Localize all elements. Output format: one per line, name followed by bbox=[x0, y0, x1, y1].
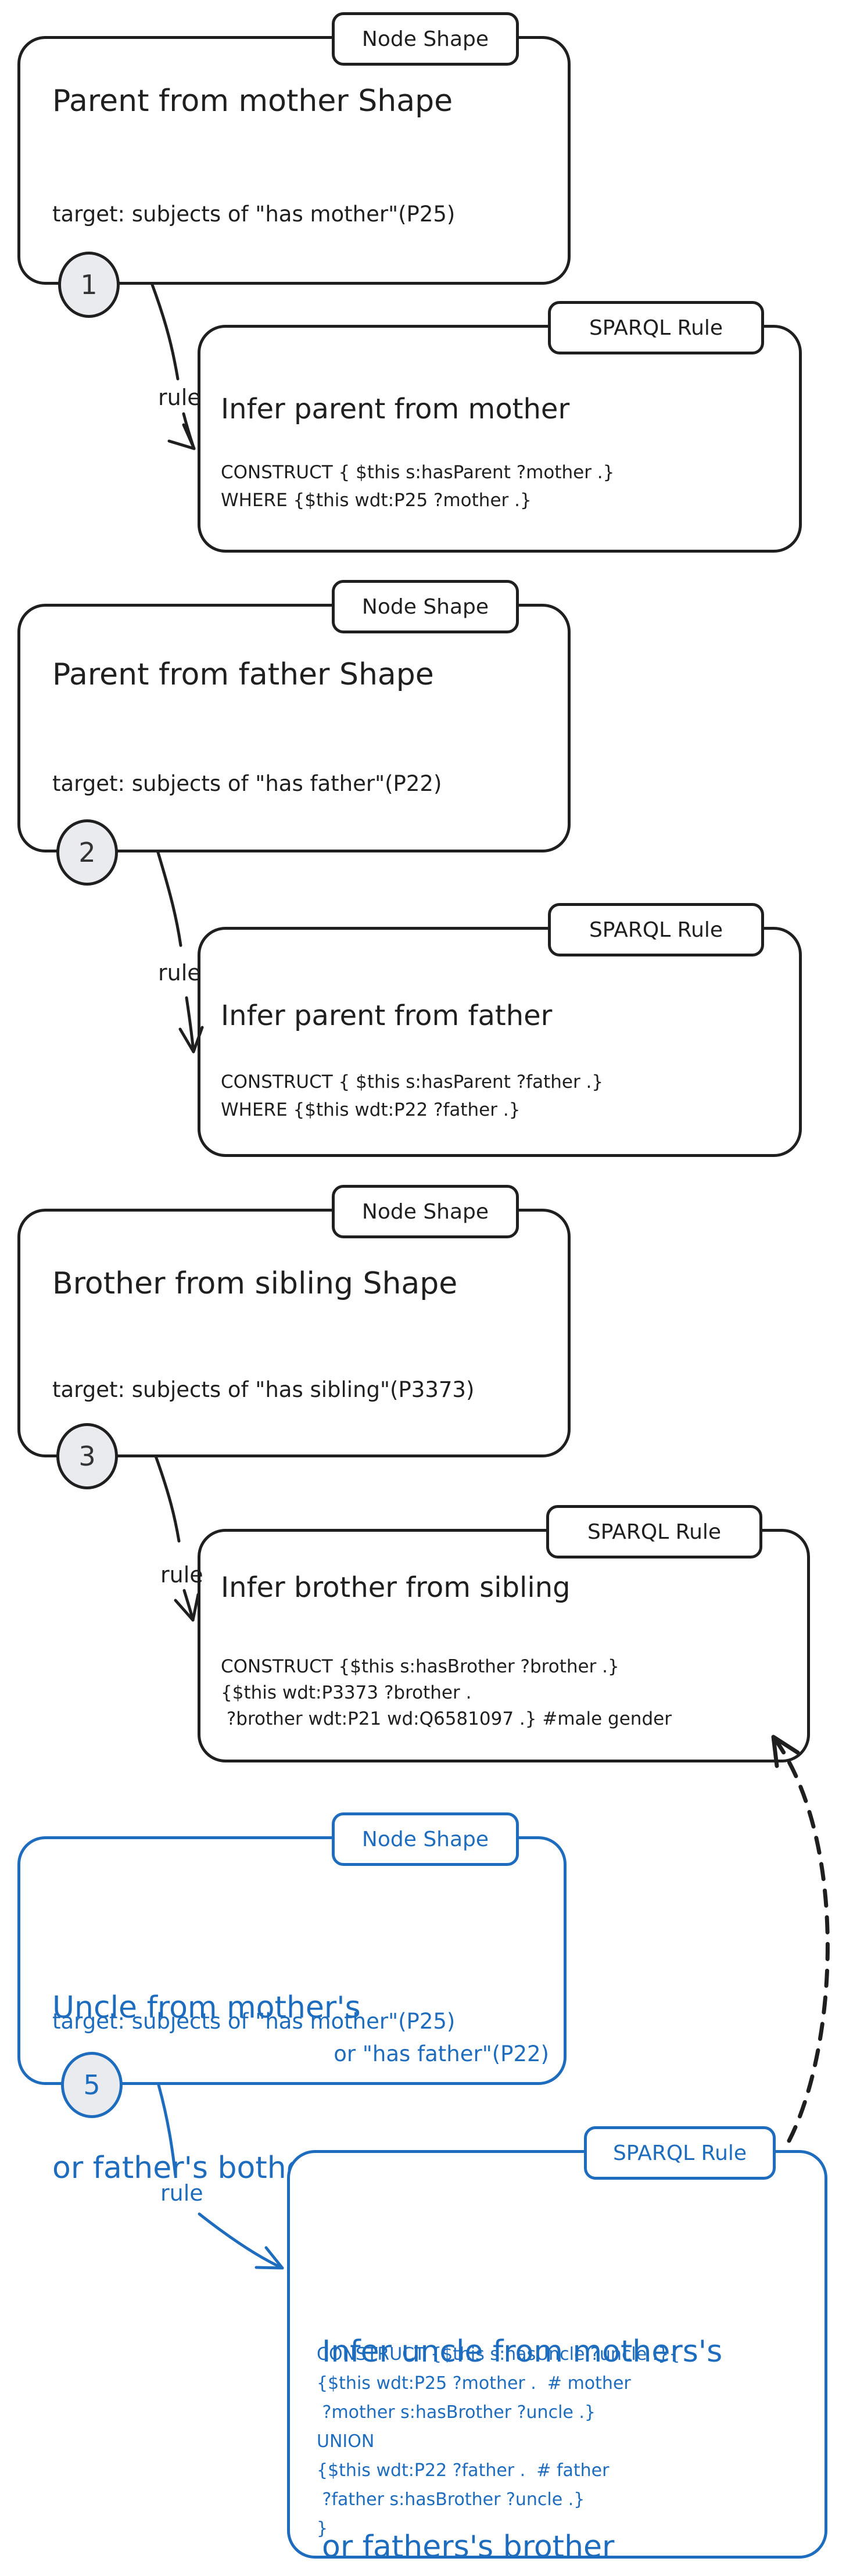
code-line: CONSTRUCT {$this s:hasUncle ?uncle .}{ bbox=[317, 2344, 680, 2364]
rule-edge-label: rule bbox=[158, 385, 201, 410]
sparql-rule-box-3: SPARQL Rule Infer brother from sibling C… bbox=[198, 1505, 810, 1762]
rule-edge-label: rule bbox=[160, 1562, 203, 1588]
sparql-rule-tab: SPARQL Rule bbox=[546, 1505, 762, 1559]
rule-connector-3 bbox=[154, 1454, 200, 1622]
sparql-code-block: CONSTRUCT { $this s:hasParent ?father .}… bbox=[221, 1068, 603, 1124]
node-shape-target: target: subjects of "has father"(P22) bbox=[52, 771, 442, 796]
code-line: {$this wdt:P25 ?mother . # mother bbox=[317, 2373, 631, 2394]
node-shape-target: target: subjects of "has sibling"(P3373) bbox=[52, 1377, 475, 1402]
tab-label: Node Shape bbox=[361, 1199, 489, 1224]
code-line: CONSTRUCT {$this s:hasBrother ?brother .… bbox=[221, 1656, 619, 1677]
tab-label: SPARQL Rule bbox=[612, 2141, 747, 2165]
node-title-line: or father's bother bbox=[52, 2151, 318, 2186]
node-shape-box-2: Node Shape Parent from father Shape targ… bbox=[17, 580, 571, 852]
code-line: ?brother wdt:P21 wd:Q6581097 .} #male ge… bbox=[221, 1708, 672, 1729]
sparql-rule-box-1: SPARQL Rule Infer parent from mother CON… bbox=[198, 301, 802, 553]
code-line: WHERE {$this wdt:P22 ?father .} bbox=[221, 1099, 521, 1120]
sparql-rule-box-2: SPARQL Rule Infer parent from father CON… bbox=[198, 903, 802, 1157]
node-shape-tab: Node Shape bbox=[332, 580, 519, 633]
node-shape-box-1: Node Shape Parent from mother Shape targ… bbox=[17, 12, 571, 285]
node-shape-target: target: subjects of "has mother"(P25) bbox=[52, 2009, 456, 2034]
code-line: CONSTRUCT { $this s:hasParent ?father .} bbox=[221, 1072, 604, 1092]
sparql-rule-tab: SPARQL Rule bbox=[548, 301, 764, 354]
code-line: ?father s:hasBrother ?uncle .} bbox=[317, 2489, 585, 2510]
tab-label: Node Shape bbox=[361, 1827, 489, 1851]
node-title-line: Uncle from mother's bbox=[52, 1990, 361, 2025]
node-shape-target: target: subjects of "has mother"(P25) bbox=[52, 202, 456, 227]
node-shape-tab: Node Shape bbox=[332, 1185, 519, 1238]
code-line: } bbox=[317, 2518, 328, 2539]
shape-number-badge: 1 bbox=[58, 252, 120, 318]
code-line: ?mother s:hasBrother ?uncle .} bbox=[317, 2402, 596, 2423]
tab-label: Node Shape bbox=[361, 594, 489, 619]
sparql-code-block: CONSTRUCT {$this s:hasUncle ?uncle .}{ {… bbox=[317, 2340, 680, 2543]
sparql-rule-tab: SPARQL Rule bbox=[584, 2126, 776, 2180]
node-shape-title: Uncle from mother's or father's bother bbox=[52, 1874, 361, 2302]
code-line: CONSTRUCT { $this s:hasParent ?mother .} bbox=[221, 462, 615, 483]
dashed-dependency-arrow bbox=[771, 1735, 830, 2143]
sparql-rule-title: Infer brother from sibling bbox=[221, 1571, 571, 1604]
rule-connector-1 bbox=[150, 283, 196, 450]
code-line: UNION bbox=[317, 2431, 375, 2452]
rule-connector-2 bbox=[156, 851, 204, 1054]
node-shape-title: Brother from sibling Shape bbox=[52, 1266, 458, 1301]
node-shape-target-line2: or "has father"(P22) bbox=[334, 2041, 549, 2066]
tab-label: Node Shape bbox=[361, 27, 489, 51]
code-line: {$this wdt:P22 ?father . # father bbox=[317, 2460, 610, 2481]
sparql-rule-tab: SPARQL Rule bbox=[548, 903, 764, 956]
tab-label: SPARQL Rule bbox=[589, 918, 723, 942]
rule-edge-label: rule bbox=[158, 960, 201, 986]
rule-title-line: Infer uncle from mothers's bbox=[322, 2334, 723, 2369]
node-shape-title: Parent from father Shape bbox=[52, 657, 434, 692]
sparql-rule-title: Infer uncle from mothers's or fathers's … bbox=[322, 2189, 722, 2576]
node-shape-box-5: Node Shape Uncle from mother's or father… bbox=[17, 1812, 567, 2186]
tab-label: SPARQL Rule bbox=[589, 316, 723, 340]
node-shape-tab: Node Shape bbox=[332, 12, 519, 66]
sparql-code-block: CONSTRUCT { $this s:hasParent ?mother .}… bbox=[221, 458, 614, 514]
node-shape-title: Parent from mother Shape bbox=[52, 84, 453, 119]
node-shape-tab: Node Shape bbox=[332, 1812, 519, 1866]
sparql-rule-box-5: SPARQL Rule Infer uncle from mothers's o… bbox=[287, 2126, 827, 2564]
node-shape-box-3: Node Shape Brother from sibling Shape ta… bbox=[17, 1185, 571, 1457]
shape-number-badge: 3 bbox=[56, 1423, 118, 1489]
rule-edge-label: rule bbox=[160, 2180, 203, 2206]
sparql-code-block: CONSTRUCT {$this s:hasBrother ?brother .… bbox=[221, 1654, 672, 1732]
sparql-rule-title: Infer parent from mother bbox=[221, 393, 570, 425]
code-line: {$this wdt:P3373 ?brother . bbox=[221, 1682, 472, 1703]
tab-label: SPARQL Rule bbox=[587, 1520, 722, 1544]
sparql-rule-title: Infer parent from father bbox=[221, 999, 553, 1032]
shape-number-badge: 5 bbox=[61, 2052, 123, 2118]
shape-number-badge: 2 bbox=[56, 819, 118, 886]
rule-title-line: or fathers's brother bbox=[322, 2530, 615, 2564]
code-line: WHERE {$this wdt:P25 ?mother .} bbox=[221, 490, 532, 511]
